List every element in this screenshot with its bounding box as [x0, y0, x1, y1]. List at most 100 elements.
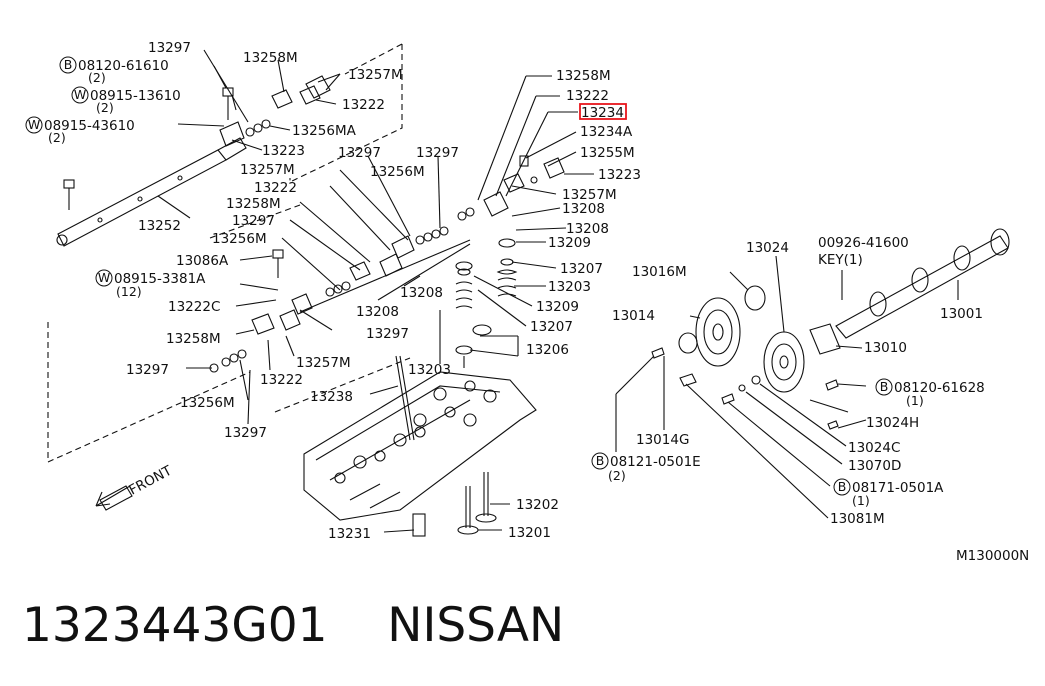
part-label: 08171-0501A	[852, 480, 944, 496]
part-label: 08120-61610	[78, 58, 169, 74]
part-label: 13234A	[580, 124, 633, 140]
push-rod	[395, 355, 415, 441]
valve-spring-assembly	[455, 238, 518, 355]
part-label: 13256MA	[292, 123, 357, 139]
part-label: 13238	[310, 389, 353, 405]
part-label: 13209	[536, 299, 579, 315]
part-label: 13207	[560, 261, 603, 277]
part-label: (2)	[88, 70, 106, 85]
part-label: 13001	[940, 306, 983, 322]
part-label: 13258M	[226, 196, 281, 212]
part-label: (2)	[96, 100, 114, 115]
part-label: 13297	[416, 145, 459, 161]
part-label: 13297	[338, 145, 381, 161]
part-label: 13209	[548, 235, 591, 251]
rocker-group-right	[457, 155, 565, 221]
gear-bolts	[651, 347, 839, 430]
badge-circle	[833, 478, 851, 496]
part-label: 13297	[224, 425, 267, 441]
part-label: 13297	[366, 326, 409, 342]
part-label: (2)	[48, 130, 66, 145]
part-label: 13202	[516, 497, 559, 513]
part-label: 13203	[548, 279, 591, 295]
part-label: (1)	[906, 393, 924, 408]
part-label: 13255M	[580, 145, 635, 161]
part-label: 13208	[356, 304, 399, 320]
part-label: 13257M	[348, 67, 403, 83]
part-label: 00926-41600	[818, 235, 909, 251]
cylinder-head	[303, 371, 537, 521]
part-label: 13014	[612, 308, 655, 324]
part-label: 13258M	[166, 331, 221, 347]
part-number-line: 1323443G01 NISSAN	[22, 598, 565, 653]
part-label: 13208	[562, 201, 605, 217]
part-label: 13257M	[296, 355, 351, 371]
part-label: 13201	[508, 525, 551, 541]
part-label: 13256M	[212, 231, 267, 247]
part-label: 13014G	[636, 432, 689, 448]
part-label: 13297	[232, 213, 275, 229]
part-label: 13016M	[632, 264, 687, 280]
highlight-box	[579, 103, 627, 120]
part-label: (2)	[608, 468, 626, 483]
thrust-plate-13010	[809, 323, 841, 355]
part-label: 13086A	[176, 253, 229, 269]
part-label: 13223	[598, 167, 641, 183]
dashed-boundary	[47, 43, 411, 463]
leader-lines	[157, 49, 959, 533]
badge-circle	[25, 116, 43, 134]
part-label: 13222	[260, 372, 303, 388]
part-label: 13257M	[562, 187, 617, 203]
part-label: 13297	[148, 40, 191, 56]
badge-letter: W	[74, 87, 86, 102]
part-label: 13207	[530, 319, 573, 335]
part-label: KEY(1)	[818, 252, 863, 268]
badge-letter: B	[838, 479, 847, 494]
badge-letter: B	[880, 379, 889, 394]
valve-guide	[412, 513, 426, 537]
rocker-shaft	[56, 137, 247, 247]
badge-circle	[59, 56, 77, 74]
rocker-group-top	[219, 75, 331, 147]
part-label: 13222	[566, 88, 609, 104]
part-label: 13256M	[370, 164, 425, 180]
part-label: 13234	[581, 105, 624, 121]
part-label: 13222	[342, 97, 385, 113]
bolt-left	[63, 179, 75, 210]
part-label: 13297	[126, 362, 169, 378]
bolt-top-left	[222, 87, 234, 120]
part-label: 13208	[400, 285, 443, 301]
camshaft-13001	[835, 228, 1010, 339]
badge-letter: W	[98, 270, 110, 285]
part-label: 13223	[262, 143, 305, 159]
part-label: 08915-13610	[90, 88, 181, 104]
part-label: 08915-43610	[44, 118, 135, 134]
badge-letter: B	[596, 453, 605, 468]
part-label: 13081M	[830, 511, 885, 527]
washer-13014g	[678, 332, 698, 354]
badge-circle	[71, 86, 89, 104]
rocker-group-middle	[299, 226, 471, 313]
badge-circle	[875, 378, 893, 396]
part-label: 13024	[746, 240, 789, 256]
drawing-code: M130000N	[956, 548, 1029, 564]
part-label: 13231	[328, 526, 371, 542]
part-label: 13252	[138, 218, 181, 234]
engine-valve-train-exploded-view: 1329708120-61610B(2)13258M13257M08915-13…	[25, 40, 1029, 564]
cam-sprocket-13014	[695, 297, 741, 367]
part-label: 13256M	[180, 395, 235, 411]
front-arrow	[95, 485, 133, 511]
part-label: 13258M	[556, 68, 611, 84]
spacer-13016m	[744, 285, 766, 311]
part-label: 13070D	[848, 458, 901, 474]
part-label: 08915-3381A	[114, 271, 206, 287]
badge-letter: B	[64, 57, 73, 72]
valves	[457, 472, 497, 535]
part-labels: 1329708120-61610B(2)13258M13257M08915-13…	[25, 40, 985, 542]
part-label: 13206	[526, 342, 569, 358]
part-label: 08121-0501E	[610, 454, 701, 470]
part-label: 13208	[566, 221, 609, 237]
part-label: (12)	[116, 284, 142, 299]
part-label: 13010	[864, 340, 907, 356]
front-label: FRONT	[126, 462, 175, 498]
